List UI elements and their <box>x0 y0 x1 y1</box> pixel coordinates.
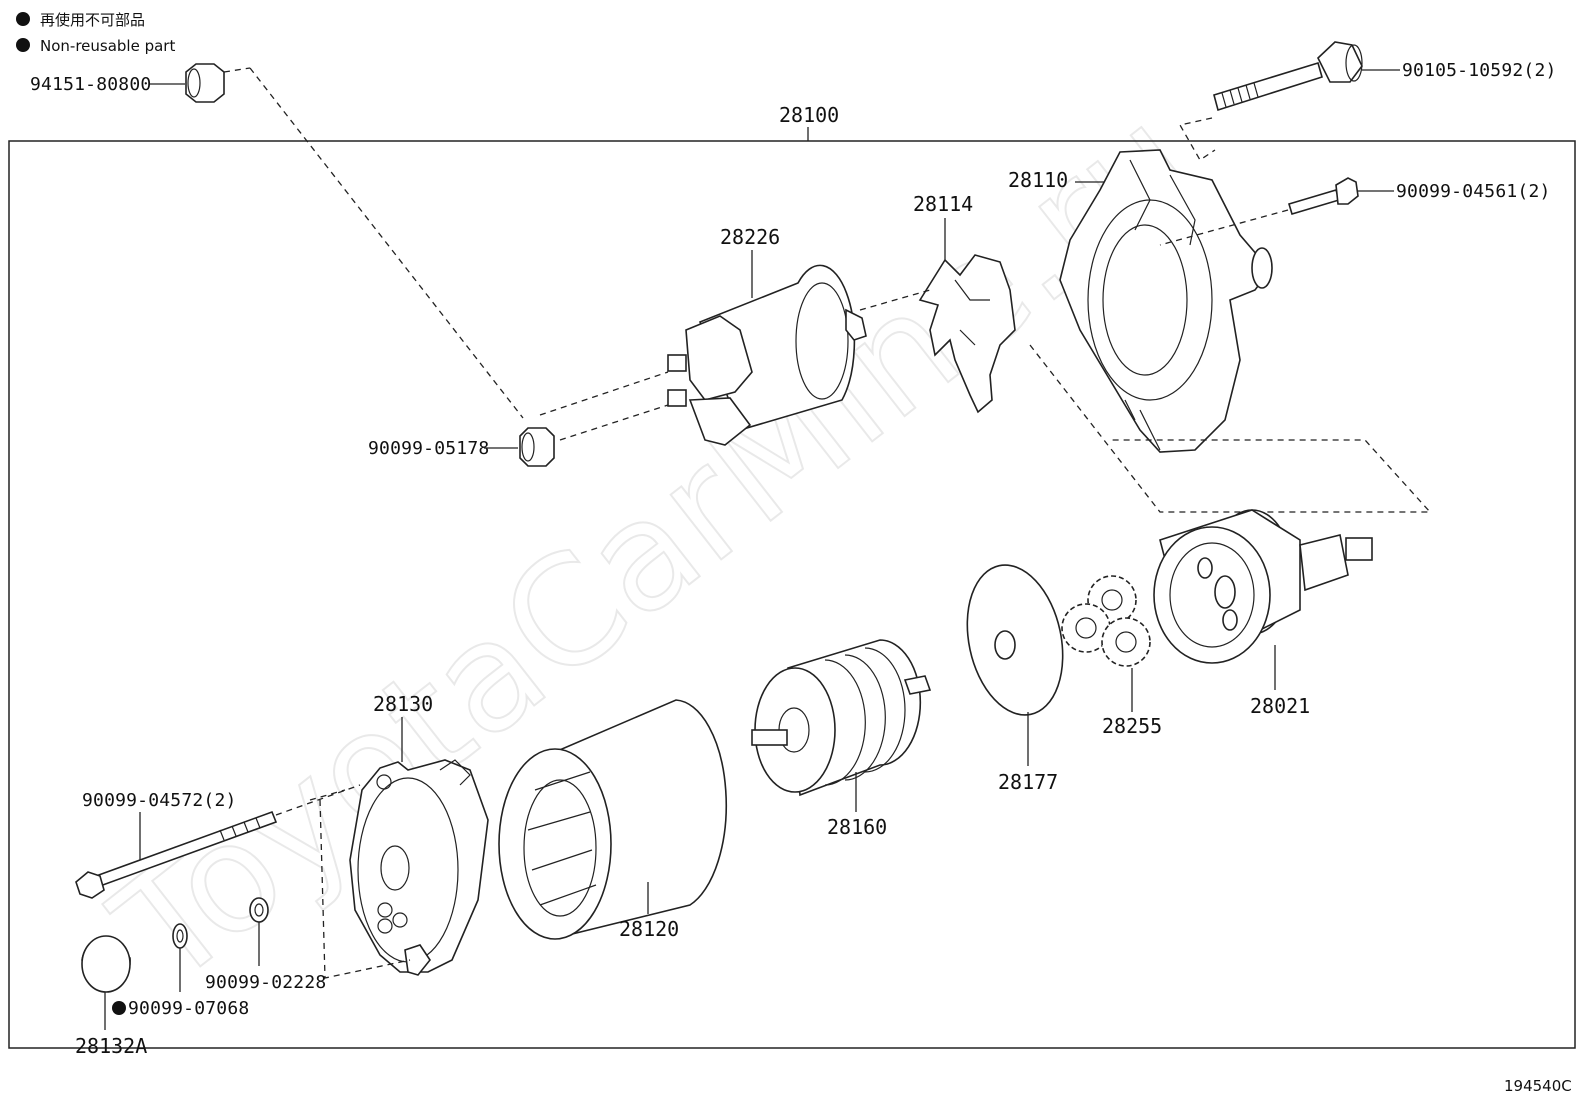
label-28130[interactable]: 28130 <box>373 692 433 716</box>
part-94151-80800[interactable]: 94151-80800 <box>30 63 524 419</box>
part-90099-04572[interactable]: 90099-04572(2) <box>75 784 361 899</box>
label-28021[interactable]: 28021 <box>1250 694 1310 718</box>
label-28255[interactable]: 28255 <box>1102 714 1162 738</box>
legend-jp: 再使用不可部品 <box>40 11 145 29</box>
part-90099-02228[interactable]: 90099-02228 <box>205 897 326 993</box>
assembly-frame <box>8 140 1576 1049</box>
label-94151-80800[interactable]: 94151-80800 <box>30 74 151 95</box>
part-28132A[interactable]: 28132A <box>75 935 147 1058</box>
non-reusable-bullet-icon <box>16 38 30 52</box>
label-90105-10592[interactable]: 90105-10592(2) <box>1402 60 1557 81</box>
legend: 再使用不可部品 Non-reusable part <box>16 11 175 55</box>
non-reusable-bullet-icon <box>112 1001 126 1015</box>
part-28021[interactable]: 28021 <box>1153 509 1373 718</box>
label-28132A[interactable]: 28132A <box>75 1034 147 1058</box>
part-28177[interactable]: 28177 <box>954 556 1076 794</box>
label-90099-04572[interactable]: 90099-04572(2) <box>82 790 237 811</box>
label-28226[interactable]: 28226 <box>720 225 780 249</box>
label-90099-04561[interactable]: 90099-04561(2) <box>1396 181 1551 202</box>
part-28160[interactable]: 28160 <box>751 639 932 839</box>
part-28130[interactable]: 28130 <box>309 692 489 979</box>
part-28120[interactable]: 28120 <box>498 699 728 941</box>
label-28160[interactable]: 28160 <box>827 815 887 839</box>
label-28114[interactable]: 28114 <box>913 192 973 216</box>
label-28120[interactable]: 28120 <box>619 917 679 941</box>
label-28110[interactable]: 28110 <box>1008 168 1068 192</box>
part-28255[interactable]: 28255 <box>1061 575 1162 738</box>
part-90099-04561[interactable]: 90099-04561(2) <box>1159 177 1551 246</box>
legend-en: Non-reusable part <box>40 37 175 55</box>
part-28114[interactable]: 28114 <box>859 192 1016 414</box>
part-90099-07068[interactable]: 90099-07068 <box>112 923 249 1019</box>
part-90099-05178[interactable]: 90099-05178 <box>368 427 555 467</box>
label-assembly-28100[interactable]: 28100 <box>779 103 839 127</box>
part-90105-10592[interactable]: 90105-10592(2) <box>1178 41 1557 161</box>
label-90099-05178[interactable]: 90099-05178 <box>368 438 489 459</box>
part-28226[interactable]: 28226 <box>539 225 867 446</box>
label-28177[interactable]: 28177 <box>998 770 1058 794</box>
drawing-number: 194540C <box>1504 1077 1572 1095</box>
non-reusable-bullet-icon <box>16 12 30 26</box>
label-90099-02228[interactable]: 90099-02228 <box>205 972 326 993</box>
label-90099-07068[interactable]: 90099-07068 <box>128 998 249 1019</box>
part-28110[interactable]: 28110 <box>1008 149 1273 453</box>
